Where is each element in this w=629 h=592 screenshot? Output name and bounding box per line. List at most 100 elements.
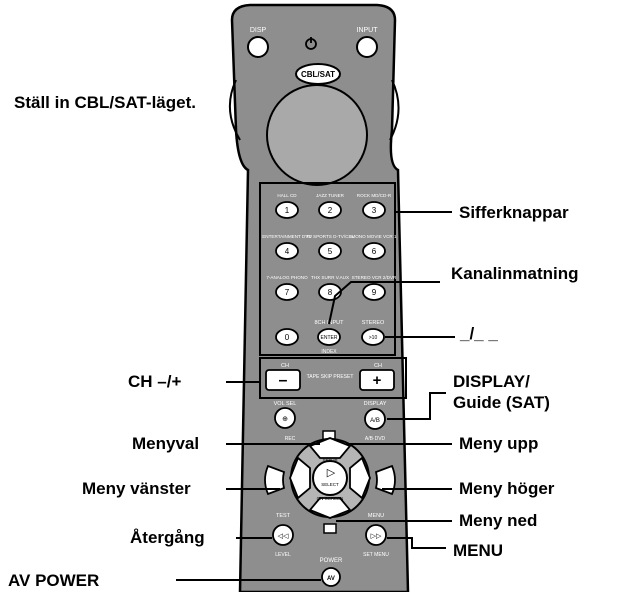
label-ch: CH –/+ — [128, 372, 182, 391]
svg-text:INPUT: INPUT — [357, 27, 379, 34]
digit-label-8: 8 — [328, 288, 333, 297]
digit-key-0[interactable]: 0 — [275, 328, 299, 346]
svg-text:SET MENU: SET MENU — [363, 552, 389, 558]
label-meny-ned: Meny ned — [459, 511, 538, 530]
svg-text:CH: CH — [374, 363, 382, 369]
svg-text:⊕: ⊕ — [282, 416, 288, 423]
av-power-button[interactable]: POWER AV — [320, 558, 343, 587]
svg-text:MENU: MENU — [368, 513, 384, 519]
digit-caption-3: ROCK MD/CD-R — [357, 193, 392, 198]
label-meny-vanster: Meny vänster — [82, 479, 191, 498]
line-display — [387, 392, 446, 420]
skip-forward-button[interactable] — [374, 464, 396, 496]
digit-label-9: 9 — [372, 288, 377, 297]
svg-text:A/B: A/B — [370, 418, 380, 424]
label-menu: MENU — [453, 541, 504, 560]
label-kanalinmatning: Kanalinmatning — [451, 264, 579, 283]
digit-caption-8: THX SURR V.AUX — [311, 275, 349, 280]
menu-button[interactable]: MENU ▷▷ SET MENU — [363, 513, 389, 558]
svg-text:LEVEL: LEVEL — [275, 552, 291, 558]
svg-text:SELECT: SELECT — [321, 482, 339, 487]
nav-left-wedge[interactable] — [289, 456, 311, 500]
digit-label-5: 5 — [328, 247, 333, 256]
disp-button[interactable]: DISP — [247, 27, 269, 58]
svg-text:CH: CH — [281, 363, 289, 369]
menu-down-small[interactable] — [323, 523, 337, 534]
svg-text:DISPLAY: DISPLAY — [364, 401, 387, 407]
digit-key-1[interactable]: HALL CD 1 — [275, 193, 299, 219]
digit-caption-7: 7-ANALOG PHONO — [266, 275, 308, 280]
svg-text:>10: >10 — [369, 335, 378, 341]
label-atergang: Återgång — [130, 528, 205, 547]
label-av-power: AV POWER — [8, 571, 100, 590]
svg-text:–: – — [279, 372, 288, 389]
svg-text:REC: REC — [285, 436, 296, 442]
ch-minus-button[interactable]: – — [265, 369, 301, 391]
svg-text:STEREO: STEREO — [362, 320, 385, 326]
digit-key-9[interactable]: STEREO VCR 2/DVR 9 — [352, 275, 397, 301]
digit-label-0: 0 — [285, 333, 290, 342]
digit-label-1: 1 — [285, 206, 290, 215]
digit-key-4[interactable]: ENTERTAINMENT DVD 4 — [262, 234, 312, 260]
label-display-1: DISPLAY/ — [453, 372, 530, 391]
svg-text:CBL/SAT: CBL/SAT — [301, 70, 335, 79]
digit-key-7[interactable]: 7-ANALOG PHONO 7 — [266, 275, 308, 301]
digit-caption-9: STEREO VCR 2/DVR — [352, 275, 397, 280]
nav-right-wedge[interactable] — [349, 456, 371, 500]
input-button[interactable]: INPUT — [356, 27, 379, 58]
digit-label-6: 6 — [372, 247, 377, 256]
svg-text:INDEX: INDEX — [321, 349, 337, 355]
ch-plus-button[interactable]: + — [359, 369, 395, 391]
digit-caption-6: MONO MOVIE VCR 1 — [351, 234, 397, 239]
digit-label-3: 3 — [372, 206, 377, 215]
test-button[interactable]: TEST ◁◁ LEVEL — [272, 513, 294, 558]
digit-key-3[interactable]: ROCK MD/CD-R 3 — [357, 193, 392, 219]
line-kanalinmatning — [328, 281, 440, 325]
display-button[interactable]: DISPLAY A/B A/B·DVD — [364, 401, 387, 442]
svg-text:▷: ▷ — [327, 466, 336, 479]
svg-text:POWER: POWER — [320, 558, 343, 564]
vol-sel-button[interactable]: VOL SEL ⊕ REC — [274, 401, 297, 442]
svg-text:TEST: TEST — [276, 513, 291, 519]
cbl-sat-button[interactable]: CBL/SAT — [295, 63, 341, 85]
digit-label-7: 7 — [285, 288, 290, 297]
svg-text:VOL SEL: VOL SEL — [274, 401, 297, 407]
label-dash: _/_ _ — [460, 324, 498, 343]
instruction-text: Ställ in CBL/SAT-läget. — [14, 93, 196, 112]
digit-caption-4: ENTERTAINMENT DVD — [262, 234, 312, 239]
svg-text:+: + — [373, 372, 382, 389]
digit-caption-1: HALL CD — [277, 193, 297, 198]
svg-text:DISP: DISP — [250, 27, 267, 34]
svg-text:ON SCREEN: ON SCREEN — [317, 496, 344, 501]
right-grip — [389, 79, 400, 141]
ten-plus-button[interactable]: STEREO >10 — [361, 320, 385, 346]
digit-label-4: 4 — [285, 247, 290, 256]
nav-ring: ▷ SELECT SETUP ON SCREEN — [289, 437, 371, 519]
line-menu — [387, 537, 446, 549]
power-icon[interactable] — [305, 37, 317, 50]
digit-panel — [259, 182, 396, 356]
svg-text:ENTER: ENTER — [321, 335, 338, 341]
digit-caption-2: JAZZ TUNER — [316, 193, 345, 198]
digit-key-6[interactable]: MONO MOVIE VCR 1 6 — [351, 234, 397, 260]
label-sifferknappar: Sifferknappar — [459, 203, 569, 222]
svg-text:A/B·DVD: A/B·DVD — [365, 436, 386, 442]
callout-lines — [176, 211, 455, 581]
nav-down-wedge[interactable] — [308, 497, 352, 519]
label-menyval: Menyval — [132, 434, 200, 453]
svg-text:▷▷: ▷▷ — [371, 532, 382, 540]
label-display-2: Guide (SAT) — [453, 393, 550, 412]
svg-text:TAPE SKIP PRESET: TAPE SKIP PRESET — [307, 374, 354, 380]
ch-bar: CH CH TAPE SKIP PRESET – + — [259, 357, 407, 399]
digit-key-2[interactable]: JAZZ TUNER 2 — [316, 193, 345, 219]
label-meny-upp: Meny upp — [459, 434, 539, 453]
svg-text:AV: AV — [327, 576, 335, 582]
select-button[interactable] — [312, 460, 348, 496]
skip-back-button[interactable] — [264, 464, 286, 496]
dial[interactable] — [266, 84, 368, 186]
label-meny-hoger: Meny höger — [459, 479, 555, 498]
digit-label-2: 2 — [328, 206, 333, 215]
svg-text:SETUP: SETUP — [322, 458, 337, 463]
